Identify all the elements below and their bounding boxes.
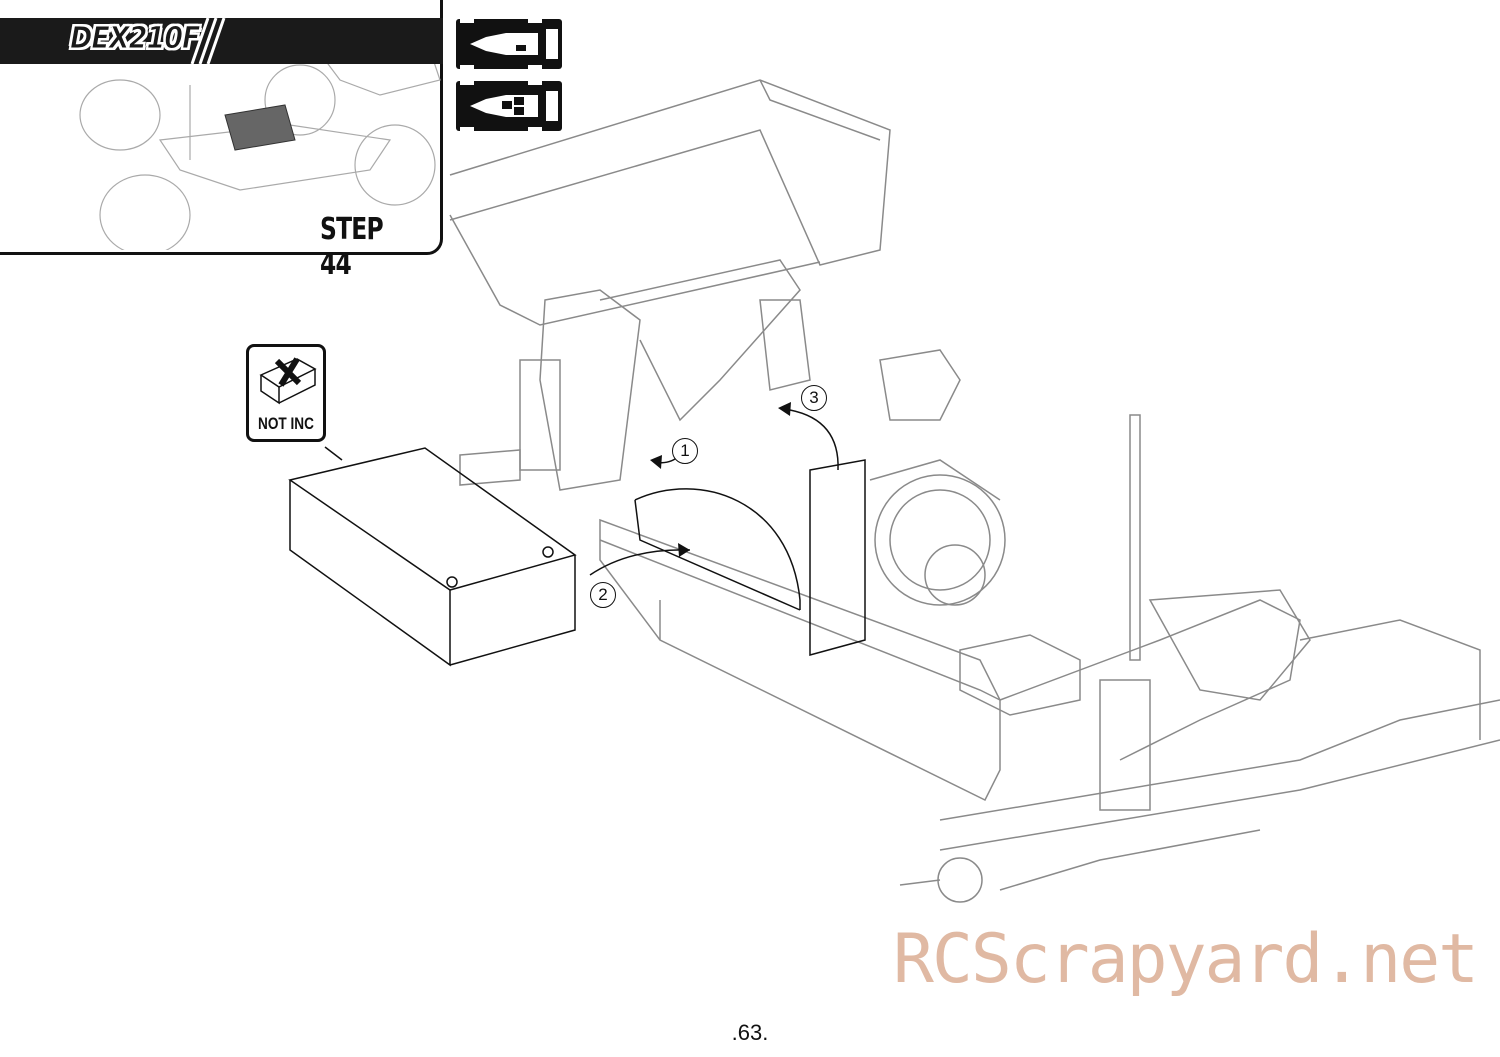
chassis (599, 518, 1001, 802)
chassis-layout-icon-1 (456, 19, 562, 69)
step-callout-1: 1 (672, 438, 698, 464)
not-included-label: NOT INC (258, 414, 314, 433)
crossed-box-icon (259, 357, 317, 405)
step-panel: DEX210F STEP 44 (0, 0, 443, 282)
arrow-2 (589, 549, 691, 576)
arrow-3 (789, 409, 839, 471)
step-callout-2: 2 (590, 582, 616, 608)
step-callout-3: 3 (801, 385, 827, 411)
step-title: STEP 44 (320, 212, 384, 282)
brand-logo: DEX210F (69, 21, 200, 57)
chassis-layout-icon-2 (456, 81, 562, 131)
page-number: .63. (731, 1020, 769, 1045)
battery-strap (809, 459, 866, 656)
stripes-decoration (190, 18, 226, 64)
watermark: RCScrapyard.net (893, 920, 1479, 999)
not-included-badge: NOT INC (246, 344, 326, 442)
thumbnail-car-illustration (79, 39, 441, 250)
